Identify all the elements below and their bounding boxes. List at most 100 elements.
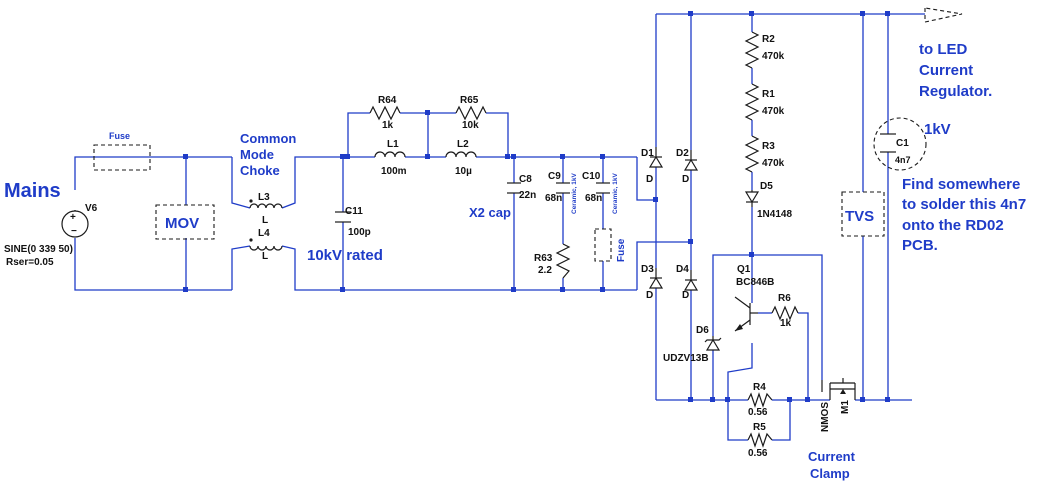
common-mode-choke-symbol [249,199,283,251]
r63-name: R63 [534,253,553,264]
l1-value: 100m [381,166,407,177]
r4-value: 0.56 [748,407,768,418]
c9-name: C9 [548,171,561,182]
c9-value: 68n [545,193,562,204]
r6-resistor-symbol [771,305,799,321]
common-mode-choke-line-3: Choke [240,163,280,178]
annotations: Mains Common Mode Choke 10kV rated X2 ca… [4,41,1026,481]
r64-name: R64 [378,95,397,106]
r6-value: 1k [780,318,792,329]
common-mode-choke-line-2: Mode [240,147,274,162]
svg-text:−: − [71,226,77,237]
r3-name: R3 [762,141,775,152]
r63-value: 2.2 [538,265,552,276]
r4-name: R4 [753,382,766,393]
common-mode-choke-line-1: Common [240,131,296,146]
mov-label: MOV [165,215,199,232]
kv-note: 1kV [924,121,951,138]
r64-value: 1k [382,120,394,131]
r65-value: 10k [462,120,479,131]
d3-value: D [646,290,653,301]
current-clamp-line-2: Clamp [810,466,850,481]
r63-resistor-symbol [555,243,571,279]
junctions [183,11,890,402]
r1-value: 470k [762,106,785,117]
l1-name: L1 [387,139,399,150]
find-line-4: PCB. [902,237,938,254]
m1-value: NMOS [820,402,831,432]
l3-value: L [262,215,268,226]
wires [74,13,925,441]
r2-resistor-symbol [744,31,760,69]
fuse-side-box [594,228,612,262]
c8-capacitor-symbol [507,182,521,194]
l2-inductor-symbol [445,151,477,158]
r2-value: 470k [762,51,785,62]
c10-note: Ceramic, 1kV [612,173,619,214]
l2-name: L2 [457,139,469,150]
d5-diode-symbol [744,190,760,207]
q1-name: Q1 [737,264,751,275]
l2-value: 10µ [455,166,472,177]
r3-value: 470k [762,158,785,169]
r5-name: R5 [753,422,766,433]
r65-resistor-symbol [455,105,487,121]
c10-capacitor-symbol [596,182,610,194]
tvs-box [841,191,885,237]
fuse-side-label: Fuse [616,238,627,262]
d4-name: D4 [676,264,689,275]
svg-text:+: + [70,212,76,223]
d4-diode-symbol [683,270,699,291]
r64-resistor-symbol [369,105,401,121]
c1-value: 4n7 [895,155,911,165]
d6-zener-symbol [704,336,722,351]
d2-diode-symbol [683,150,699,171]
to-led-line-2: Current [919,62,973,79]
d1-name: D1 [641,148,654,159]
r6-name: R6 [778,293,791,304]
output-arrow [924,7,963,23]
r2-name: R2 [762,34,775,45]
to-led-line-1: to LED [919,41,967,58]
c1-capacitor-symbol [873,117,927,171]
d3-diode-symbol [648,268,664,289]
r65-name: R65 [460,95,479,106]
d1-value: D [646,174,653,185]
l3-name: L3 [258,192,270,203]
m1-nmos-symbol [821,378,856,400]
l4-value: L [262,251,268,262]
rated-note: 10kV rated [307,247,383,264]
c11-value: 100p [348,227,371,238]
v6-source-symbol: + − [61,210,89,238]
component-labels: V6 SINE(0 339 50) Rser=0.05 L3 L L4 L C1… [4,34,911,459]
r1-name: R1 [762,89,775,100]
c1-name: C1 [896,138,909,149]
tvs-label: TVS [845,208,874,225]
d6-value: UDZV13B [663,353,709,364]
x2cap-note: X2 cap [469,205,511,220]
mains-note: Mains [4,180,61,202]
v6-rser: Rser=0.05 [6,257,54,268]
d2-value: D [682,174,689,185]
fuse-top-box [93,144,151,171]
v6-name: V6 [85,203,98,214]
d4-value: D [682,290,689,301]
c10-name: C10 [582,171,601,182]
mov-box [155,204,215,240]
d2-name: D2 [676,148,689,159]
m1-name: M1 [840,400,851,414]
q1-value: BC846B [736,277,774,288]
c8-value: 22n [519,190,536,201]
d5-name: D5 [760,181,773,192]
c9-note: Ceramic, 1kV [571,173,578,214]
q1-transistor-symbol [734,296,758,332]
d3-name: D3 [641,264,654,275]
r5-value: 0.56 [748,448,768,459]
current-clamp-line-1: Current [808,449,856,464]
d6-name: D6 [696,325,709,336]
c11-name: C11 [345,206,363,217]
c8-name: C8 [519,174,532,185]
l1-inductor-symbol [374,151,406,158]
r5-resistor-symbol [747,432,773,448]
r1-resistor-symbol [744,83,760,121]
